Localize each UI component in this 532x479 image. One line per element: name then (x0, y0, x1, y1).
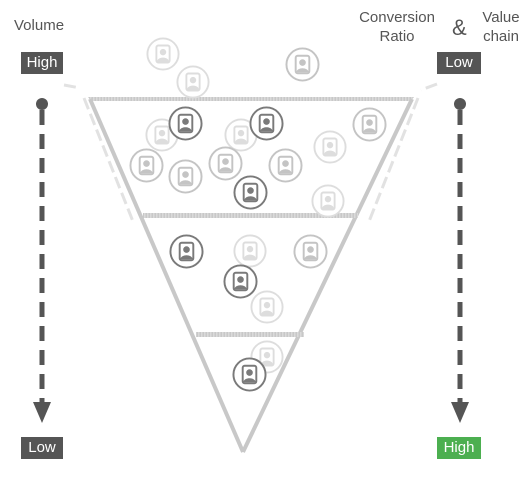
volume-arrow (33, 98, 51, 423)
funnel-divider-2 (196, 332, 304, 337)
user-icon (129, 148, 164, 183)
user-icon (293, 234, 328, 269)
user-icon (249, 106, 284, 141)
volume-label: Volume (14, 17, 65, 34)
chain-line: chain (483, 28, 519, 45)
user-icon (176, 65, 210, 99)
user-icon (169, 234, 204, 269)
funnel-outline (88, 97, 414, 453)
user-icon (232, 357, 267, 392)
user-icon (352, 107, 387, 142)
user-icon (268, 148, 303, 183)
volume-low-badge: Low (21, 437, 63, 459)
value-chain-label: Value chain (478, 8, 524, 46)
user-icon (233, 234, 267, 268)
value-line: Value (482, 9, 520, 26)
volume-high-badge: High (21, 52, 63, 74)
user-icon (285, 47, 320, 82)
user-icon (208, 146, 243, 181)
left-guide-lines (63, 83, 136, 225)
funnel-divider-1 (143, 213, 358, 218)
conversion-arrow (451, 98, 469, 423)
user-icon (146, 37, 180, 71)
user-icon (313, 130, 347, 164)
conversion-ratio-label: Conversion Ratio (352, 8, 442, 46)
user-icon (168, 159, 203, 194)
ampersand: & (452, 15, 467, 40)
user-icon (223, 264, 258, 299)
user-icon (168, 106, 203, 141)
user-icon (250, 290, 284, 324)
user-icon (311, 184, 345, 218)
ratio-line: Ratio (379, 28, 415, 45)
user-icon (233, 175, 268, 210)
conversion-low-badge: Low (437, 52, 481, 74)
conversion-high-badge: High (437, 437, 481, 459)
conversion-line: Conversion (359, 9, 435, 26)
right-guide-lines (366, 82, 438, 225)
